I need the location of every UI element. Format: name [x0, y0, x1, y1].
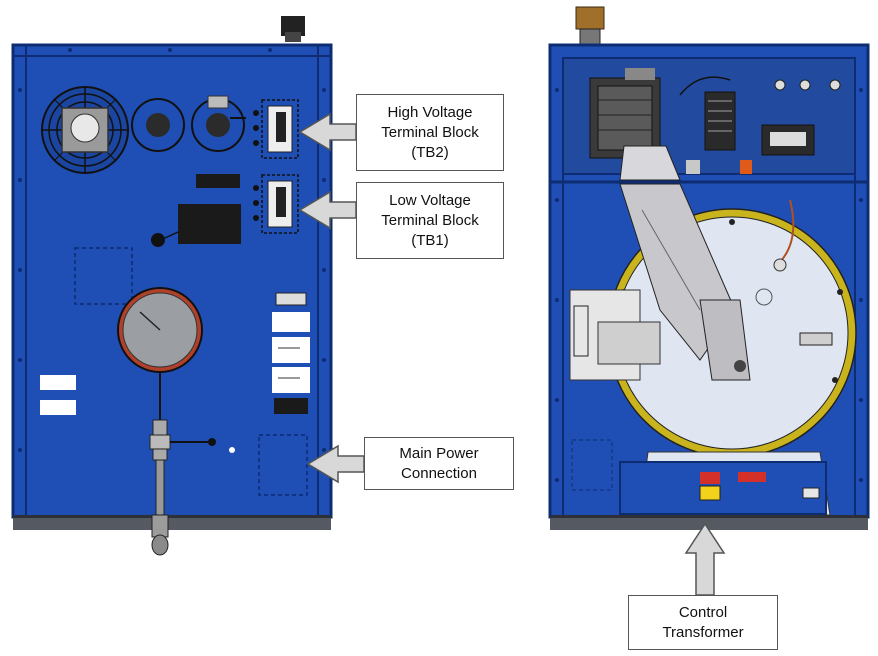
pressure-gauge	[117, 287, 203, 420]
callout-text-line: Connection	[401, 464, 477, 482]
callout-text-line: (TB1)	[411, 231, 449, 249]
callout-text-line: (TB2)	[411, 143, 449, 161]
callout-low-voltage-terminal-block: Low Voltage Terminal Block (TB1)	[356, 182, 504, 259]
low-voltage-terminal-block	[253, 174, 299, 234]
info-label-bottom	[40, 400, 76, 415]
high-voltage-terminal-block	[253, 99, 299, 159]
exhaust-fan	[41, 86, 129, 174]
tb2-arrow	[298, 112, 357, 152]
callout-text-line: Transformer	[662, 623, 744, 641]
rating-label-3	[272, 367, 310, 393]
callout-text-line: Main Power	[399, 444, 479, 462]
drain-pipe	[149, 419, 216, 556]
warning-label-left	[700, 472, 720, 484]
rear-view-unit	[11, 16, 333, 556]
warning-label-triangle	[699, 485, 721, 501]
top-connector	[281, 16, 305, 36]
tb1-arrow	[298, 190, 357, 230]
blower-assembly	[589, 68, 661, 159]
callout-text-line: High Voltage	[387, 103, 473, 121]
transformer-cover	[619, 461, 827, 515]
callout-text-line: Terminal Block	[381, 211, 479, 229]
front-view-unit	[548, 6, 870, 530]
main-power-box	[258, 434, 308, 496]
callout-text-line: Terminal Block	[381, 123, 479, 141]
exhaust-duct	[619, 145, 751, 381]
port-left	[131, 98, 185, 152]
front-cabinet-base	[550, 515, 868, 530]
callout-main-power-connection: Main Power Connection	[364, 437, 514, 490]
callout-text-line: Control	[678, 603, 728, 621]
control-transformer-arrow	[684, 522, 726, 596]
callout-text-line: Low Voltage	[389, 191, 471, 209]
black-nameplate	[178, 204, 241, 244]
top-valve	[575, 6, 605, 30]
small-label-plate	[196, 174, 240, 188]
main-power-arrow	[306, 444, 365, 484]
warning-label-right	[738, 472, 766, 482]
info-label-top	[40, 375, 76, 390]
callout-control-transformer: Control Transformer	[628, 595, 778, 650]
rating-label-2	[272, 337, 310, 363]
rating-label-1	[272, 312, 310, 332]
rear-cabinet-base	[13, 515, 331, 530]
callout-high-voltage-terminal-block: High Voltage Terminal Block (TB2)	[356, 94, 504, 171]
